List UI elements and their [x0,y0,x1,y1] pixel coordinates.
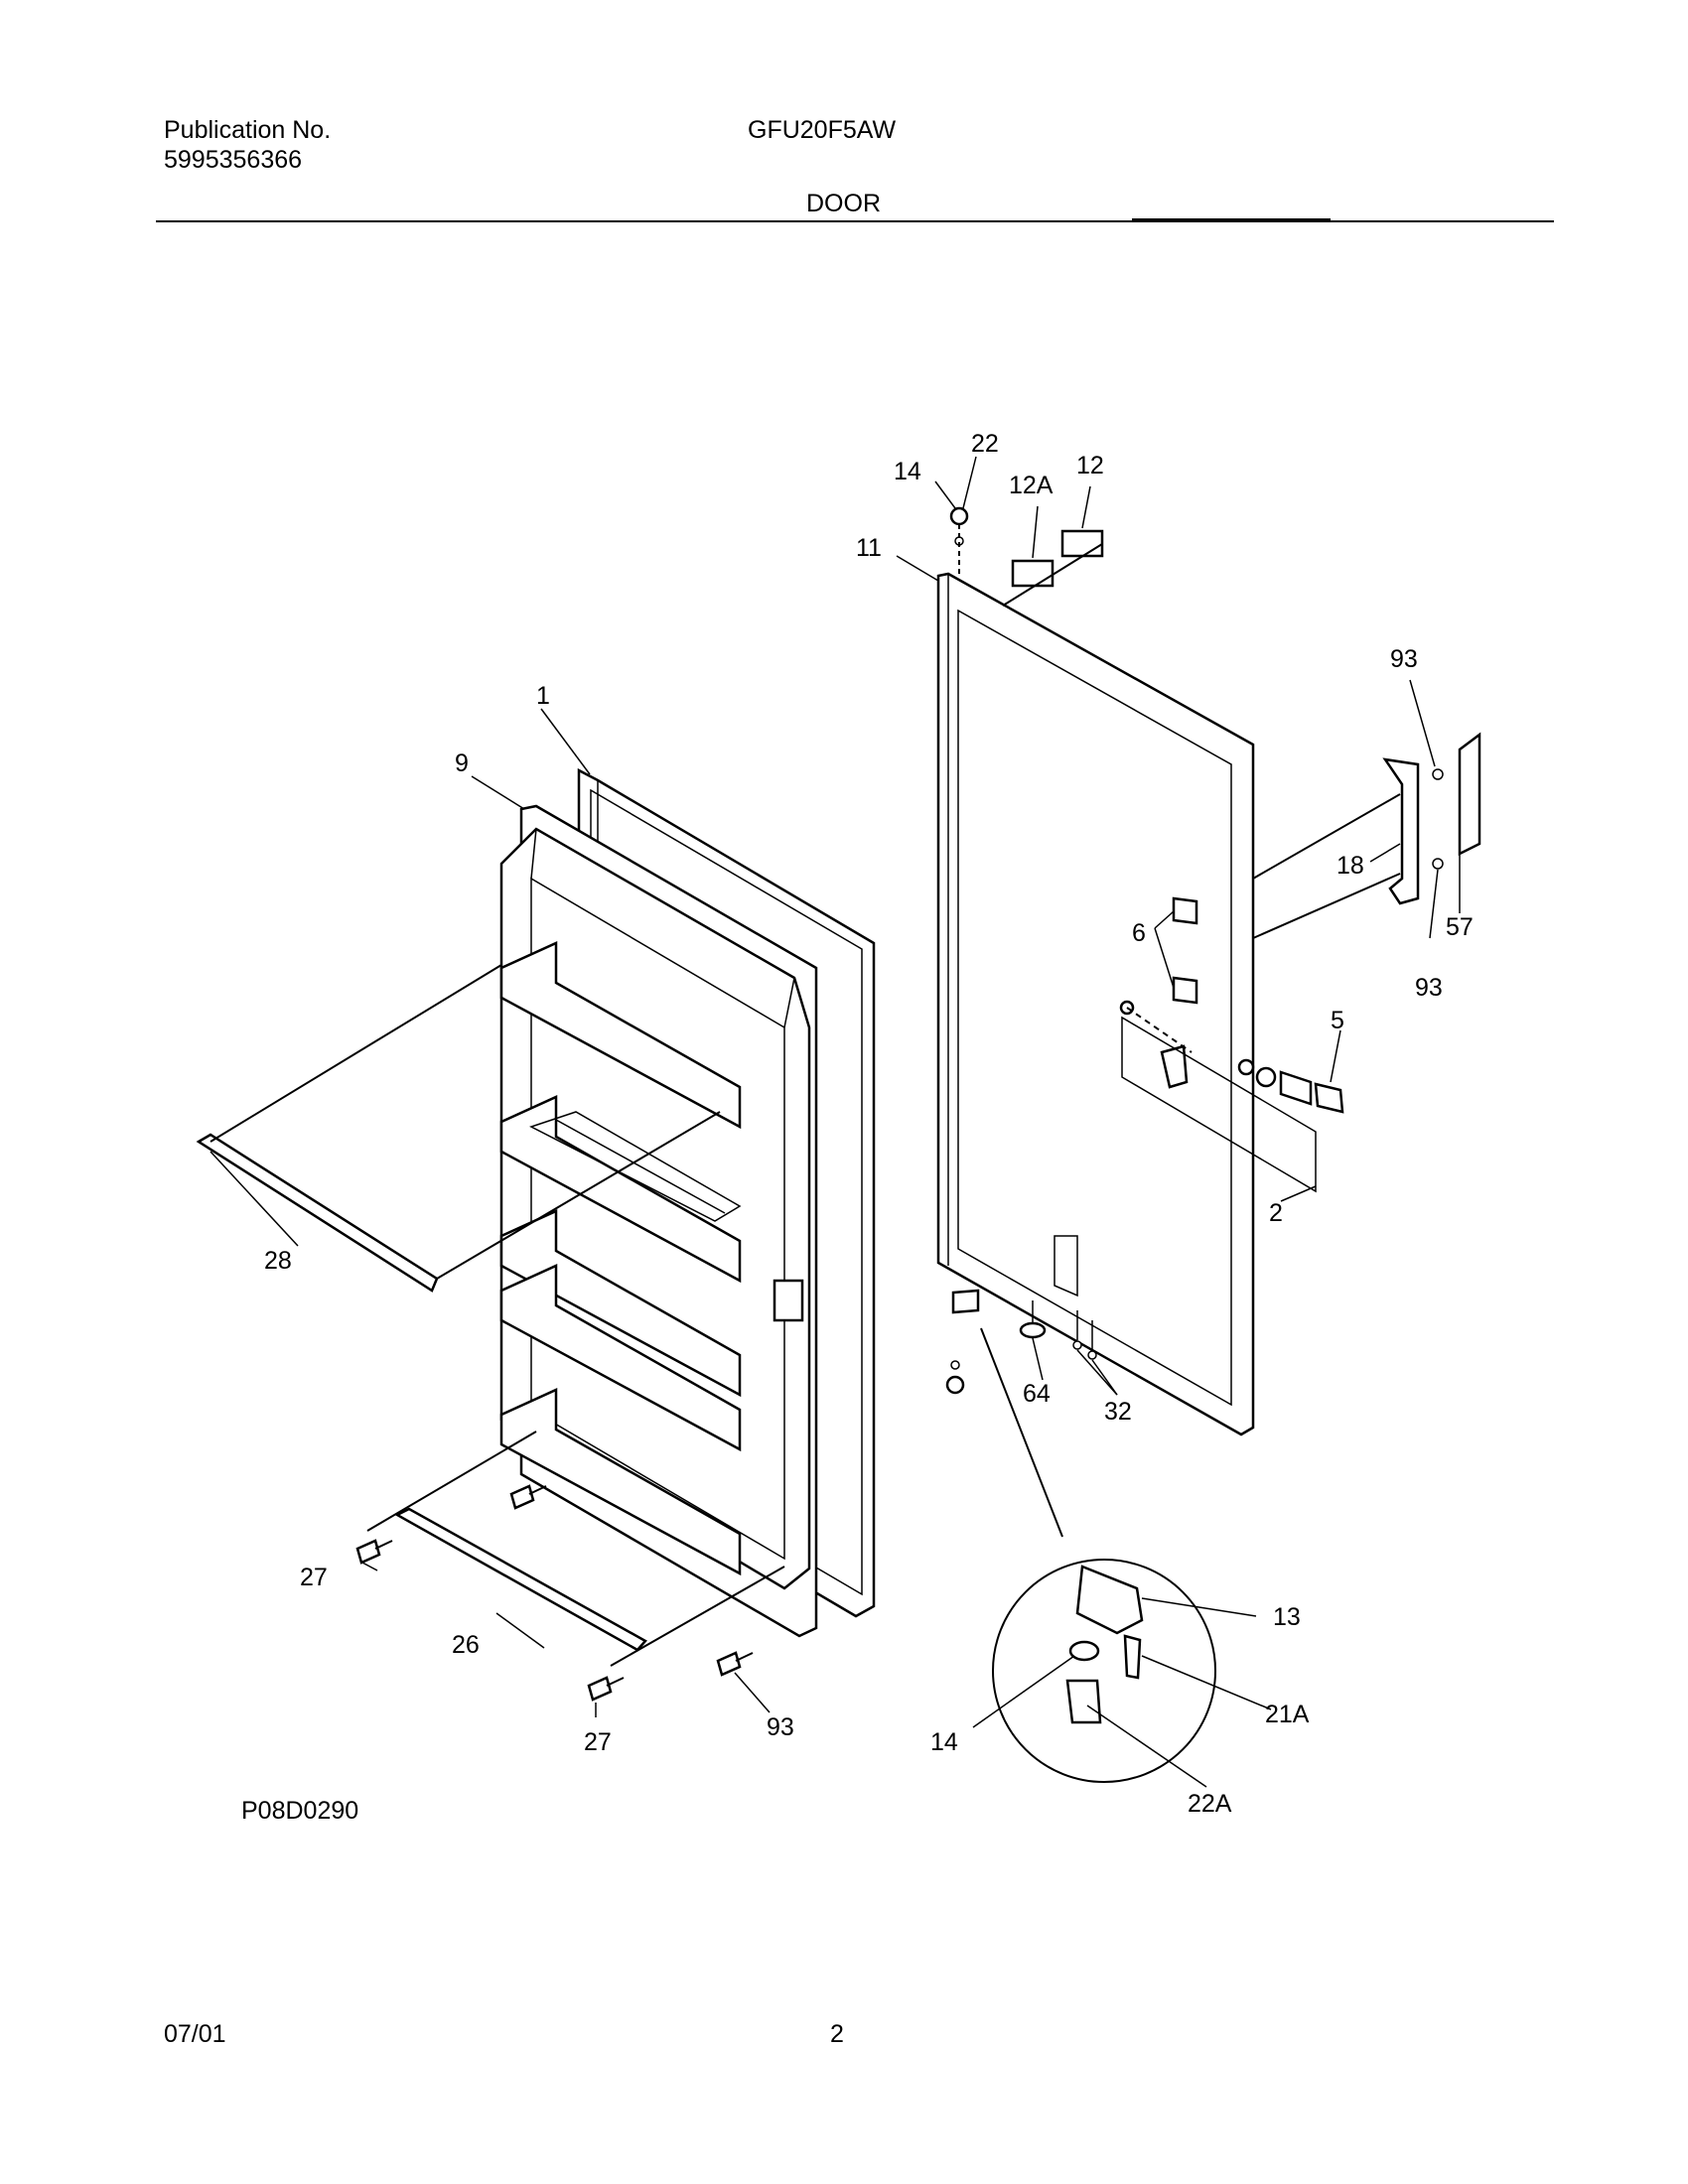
callout-57: 57 [1446,913,1474,941]
callout-93-right: 93 [1415,974,1443,1002]
footer-date: 07/01 [164,2020,226,2048]
header-rule-accent [1132,218,1331,221]
callout-93-bottom: 93 [767,1713,794,1741]
callout-5: 5 [1331,1007,1344,1034]
door-handle [1252,732,1481,939]
bottom-shelf-bar [366,1431,785,1667]
callout-12: 12 [1076,452,1104,479]
callout-26: 26 [452,1631,480,1659]
callout-labels: 1 9 28 11 14 22 12A 12 93 18 57 93 6 5 2… [264,430,1474,1818]
lock-assembly [1119,1000,1344,1193]
outer-door-panel [936,572,1255,1436]
callout-28: 28 [264,1247,292,1275]
leader-lines [210,456,1461,1788]
callout-32: 32 [1104,1398,1132,1426]
callout-14-detail: 14 [930,1728,958,1756]
top-fasteners [949,506,969,574]
callout-9: 9 [455,750,469,777]
publication-number: 5995356366 [164,146,303,174]
figure-code: P08D0290 [241,1797,359,1825]
callout-18: 18 [1336,852,1364,880]
serial-labels [1002,529,1104,607]
detail-view-circle [980,1327,1216,1783]
callout-6: 6 [1132,919,1146,947]
callout-13: 13 [1273,1603,1301,1631]
model-number: GFU20F5AW [748,116,897,144]
callout-12a: 12A [1009,472,1054,499]
callout-93-top: 93 [1390,645,1418,673]
callout-1: 1 [536,682,550,710]
shelf-bar [196,964,721,1293]
callout-64: 64 [1023,1380,1051,1408]
section-title: DOOR [806,190,881,217]
callout-22: 22 [971,430,999,458]
callout-2: 2 [1269,1199,1283,1227]
callout-22a: 22A [1188,1790,1232,1818]
callout-27-bottom: 27 [584,1728,612,1756]
callout-21a: 21A [1265,1701,1310,1728]
hinge-brackets [1172,896,1198,1005]
callout-11: 11 [856,534,882,562]
header-rule [156,220,1554,222]
page-number: 2 [830,2020,844,2048]
door-shelves [499,941,742,1576]
callout-14-top: 14 [894,458,921,485]
publication-label: Publication No. [164,116,332,144]
callout-27-left: 27 [300,1564,328,1591]
bottom-hinge-parts [945,1289,1097,1395]
screws [355,1484,754,1702]
door-liner [499,827,811,1590]
